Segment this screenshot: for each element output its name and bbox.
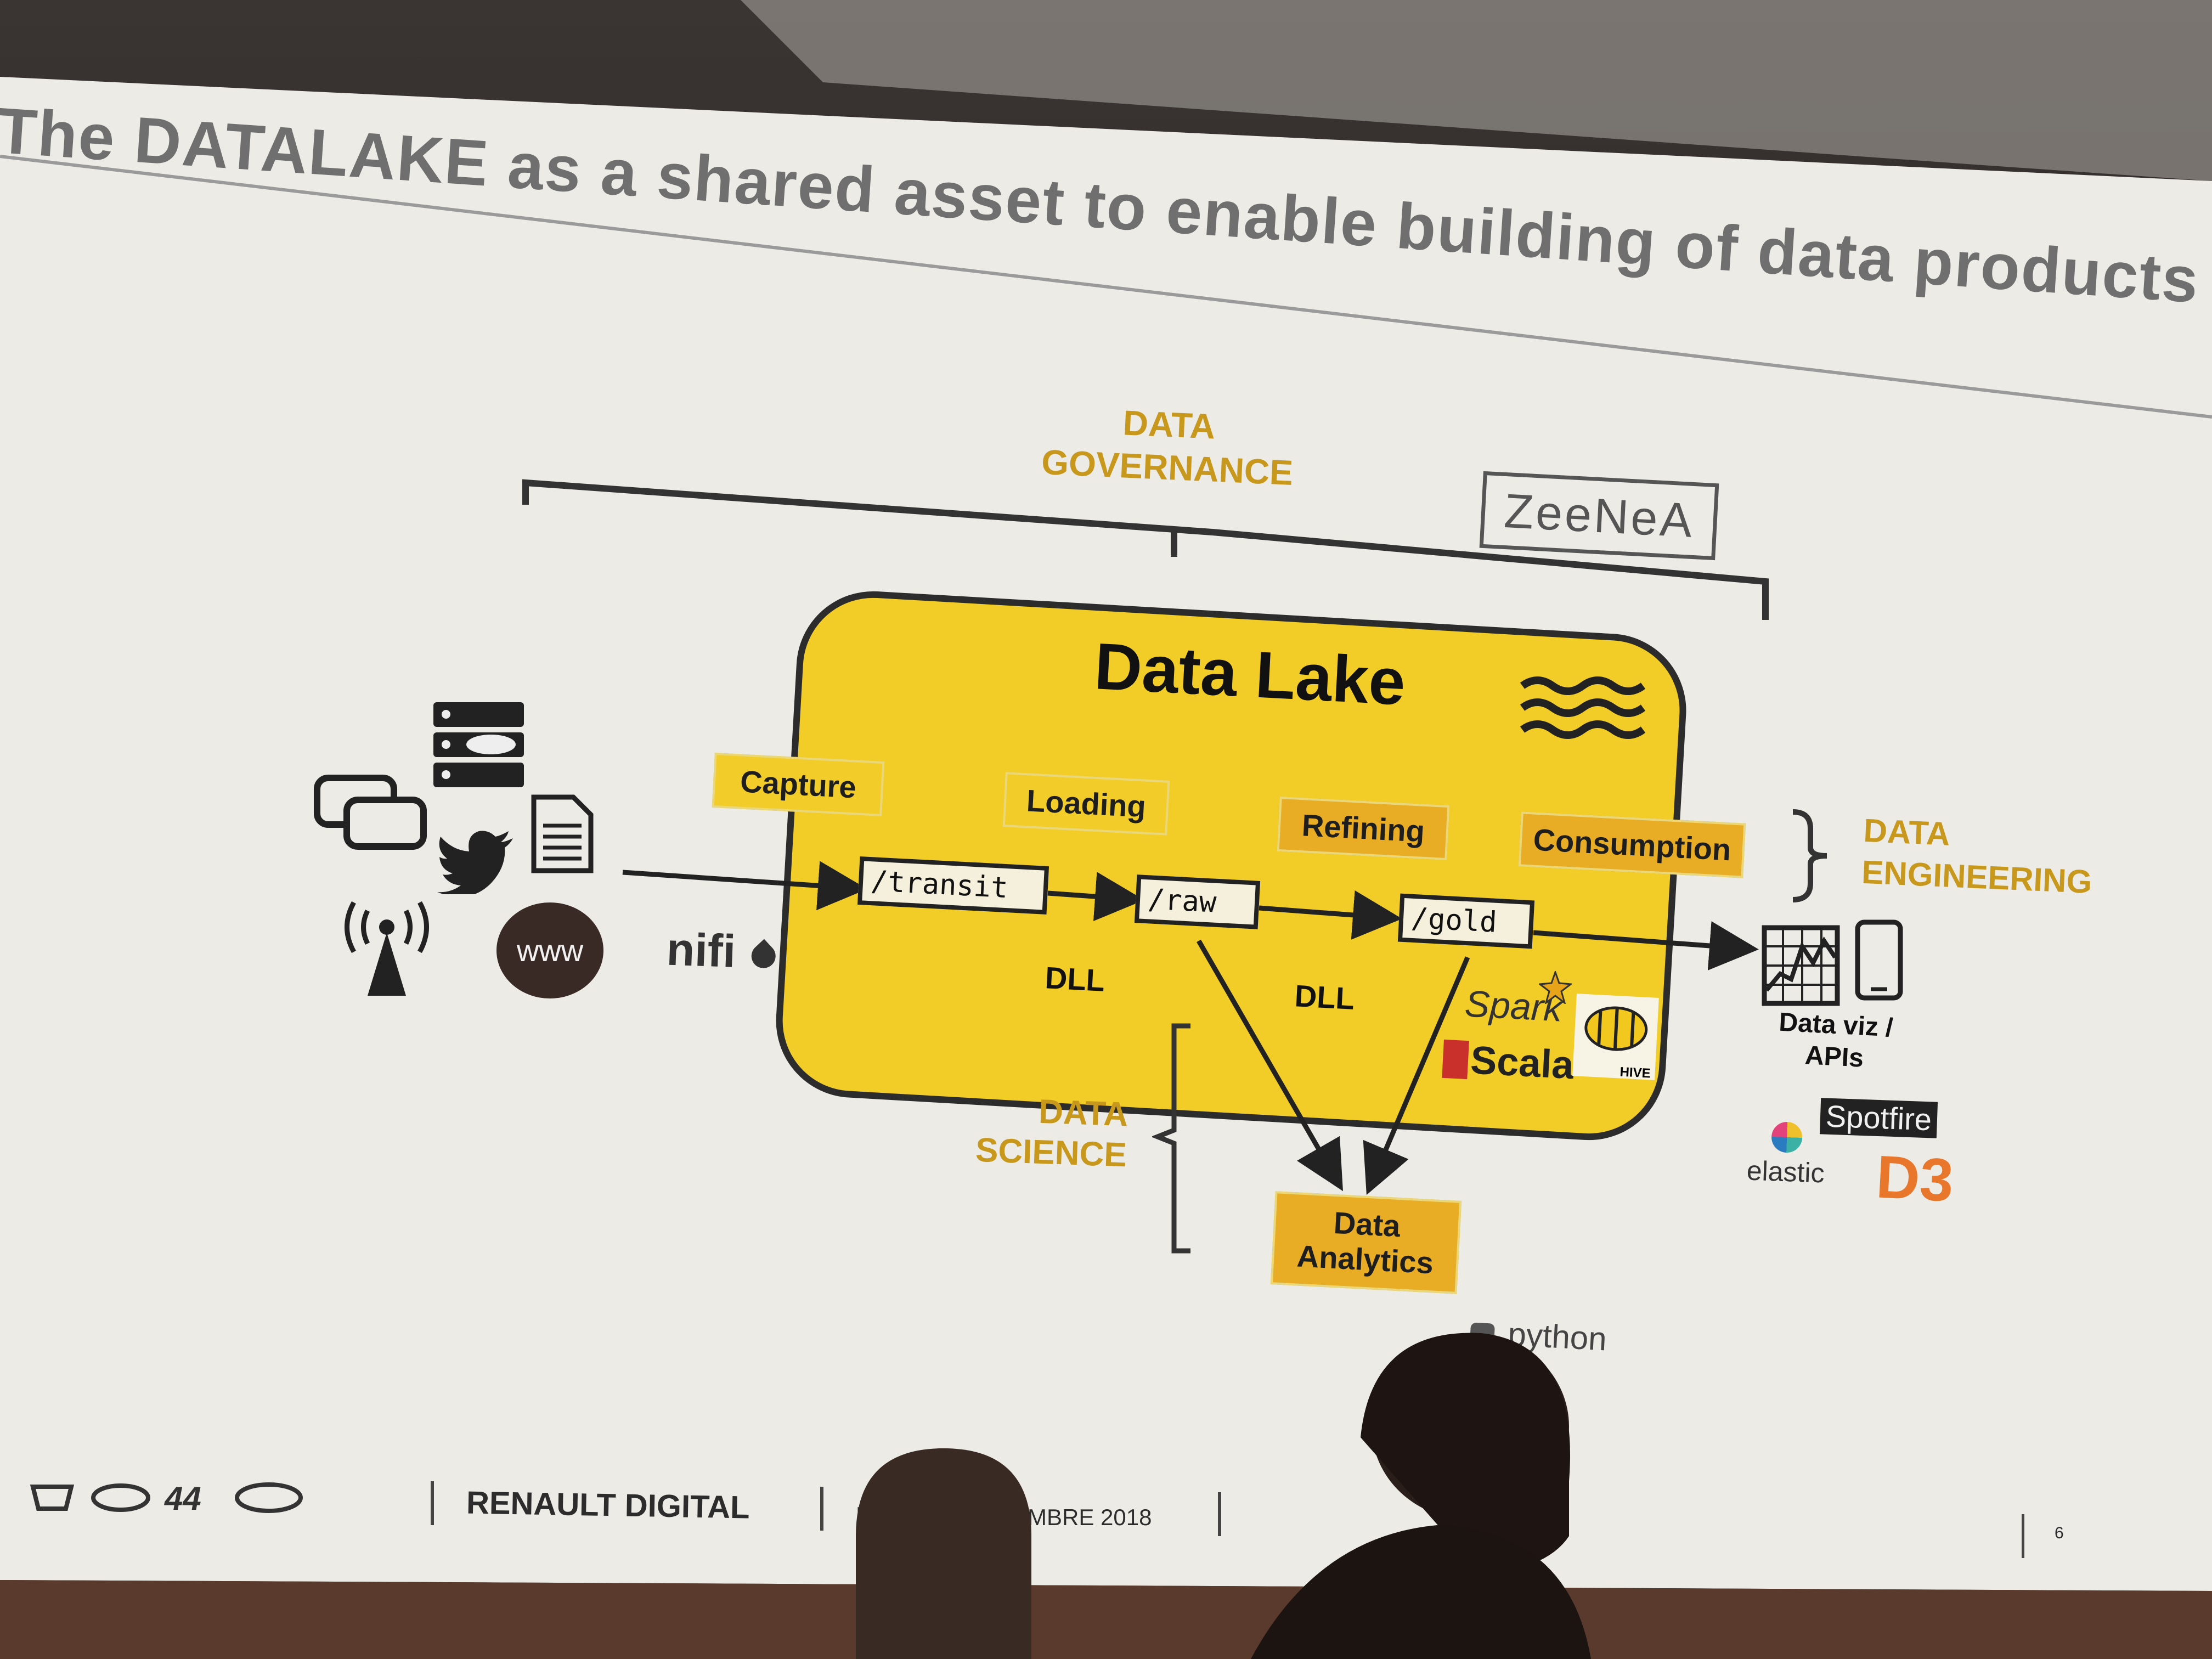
footer-divider-4 [2022, 1514, 2024, 1558]
mobile-phone-icon [1855, 919, 1903, 1001]
waves-icon [1520, 676, 1646, 739]
governance-bracket [522, 479, 1769, 620]
footer-date-right: EMBRE 2018 [1012, 1504, 1152, 1530]
database-server-icon [433, 702, 524, 787]
svg-text:44: 44 [164, 1480, 201, 1517]
footer-page-number: 6 [2055, 1524, 2064, 1542]
footer-divider-2 [820, 1487, 823, 1531]
spark-star-icon [1539, 971, 1572, 1004]
www-globe-icon: www [496, 902, 603, 998]
science-bracket [1152, 1023, 1190, 1254]
footer-divider-3 [1218, 1492, 1221, 1536]
antenna-broadcast-icon [345, 901, 429, 996]
data-viz-chart-icon [1762, 925, 1840, 1006]
engineering-bracket [1792, 809, 1827, 902]
brand-logos-icon: 44 [30, 1480, 303, 1517]
hive-logo: HIVE [1572, 994, 1659, 1081]
chat-bubbles-icon [314, 775, 427, 850]
footer-divider-1 [431, 1481, 434, 1525]
twitter-bird-icon [437, 831, 513, 894]
document-icon [531, 794, 594, 873]
hive-bee-icon [1584, 1006, 1648, 1051]
